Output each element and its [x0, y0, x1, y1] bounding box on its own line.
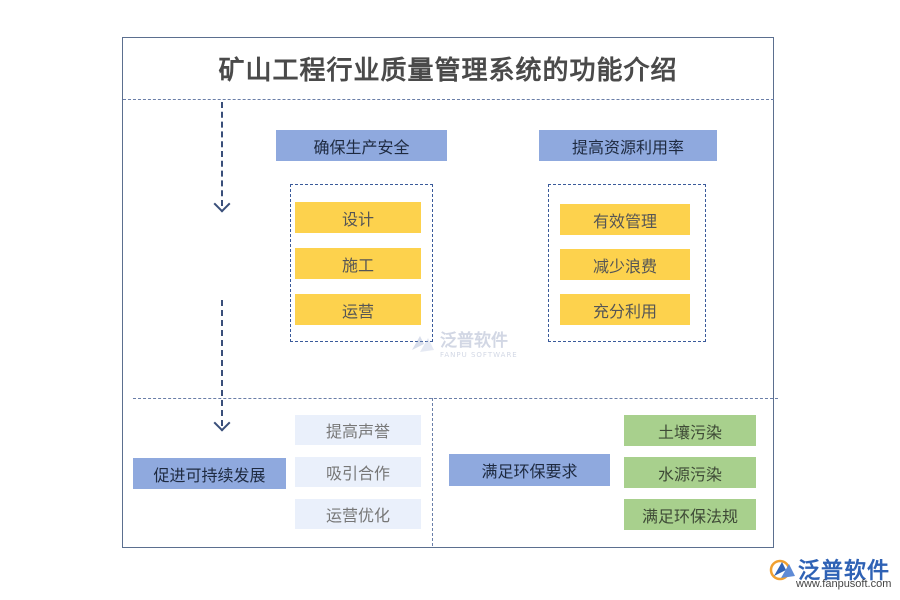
brand-url: www.fanpusoft.com [796, 578, 892, 590]
sustainable-item-reputation: 提高声誉 [295, 415, 421, 445]
bottom-column-separator [432, 398, 433, 546]
environment-item-water: 水源污染 [624, 457, 756, 488]
section-separator [133, 398, 778, 399]
flow-arrow-2-line [221, 300, 223, 426]
resource-item-management: 有效管理 [560, 204, 690, 235]
brand-logo-icon [769, 559, 795, 581]
watermark-name: 泛普软件 [440, 331, 508, 351]
diagram-title: 矿山工程行业质量管理系统的功能介绍 [218, 56, 678, 86]
environment-header: 满足环保要求 [449, 454, 610, 486]
safety-group [290, 184, 433, 342]
watermark-logo-icon [412, 335, 434, 352]
safety-item-operation: 运营 [295, 294, 421, 325]
sustainable-header: 促进可持续发展 [133, 458, 286, 489]
resource-group [548, 184, 706, 342]
environment-item-soil: 土壤污染 [624, 415, 756, 446]
safety-item-design: 设计 [295, 202, 421, 233]
environment-item-regulation: 满足环保法规 [624, 499, 756, 530]
safety-header: 确保生产安全 [276, 130, 447, 161]
safety-item-construction: 施工 [295, 248, 421, 279]
flow-arrow-1-line [221, 102, 223, 206]
resource-item-full-use: 充分利用 [560, 294, 690, 325]
sustainable-item-cooperation: 吸引合作 [295, 457, 421, 487]
watermark-sub: FANPU SOFTWARE [440, 351, 518, 359]
brand-name: 泛普软件 [798, 559, 891, 584]
brand-logo: 泛普软件 www.fanpusoft.com [768, 553, 891, 590]
sustainable-item-optimization: 运营优化 [295, 499, 421, 529]
resource-header: 提高资源利用率 [539, 130, 717, 161]
watermark: 泛普软件 FANPU SOFTWARE [410, 326, 518, 359]
diagram-frame [122, 37, 774, 548]
title-separator [123, 99, 774, 100]
resource-item-reduce-waste: 减少浪费 [560, 249, 690, 280]
